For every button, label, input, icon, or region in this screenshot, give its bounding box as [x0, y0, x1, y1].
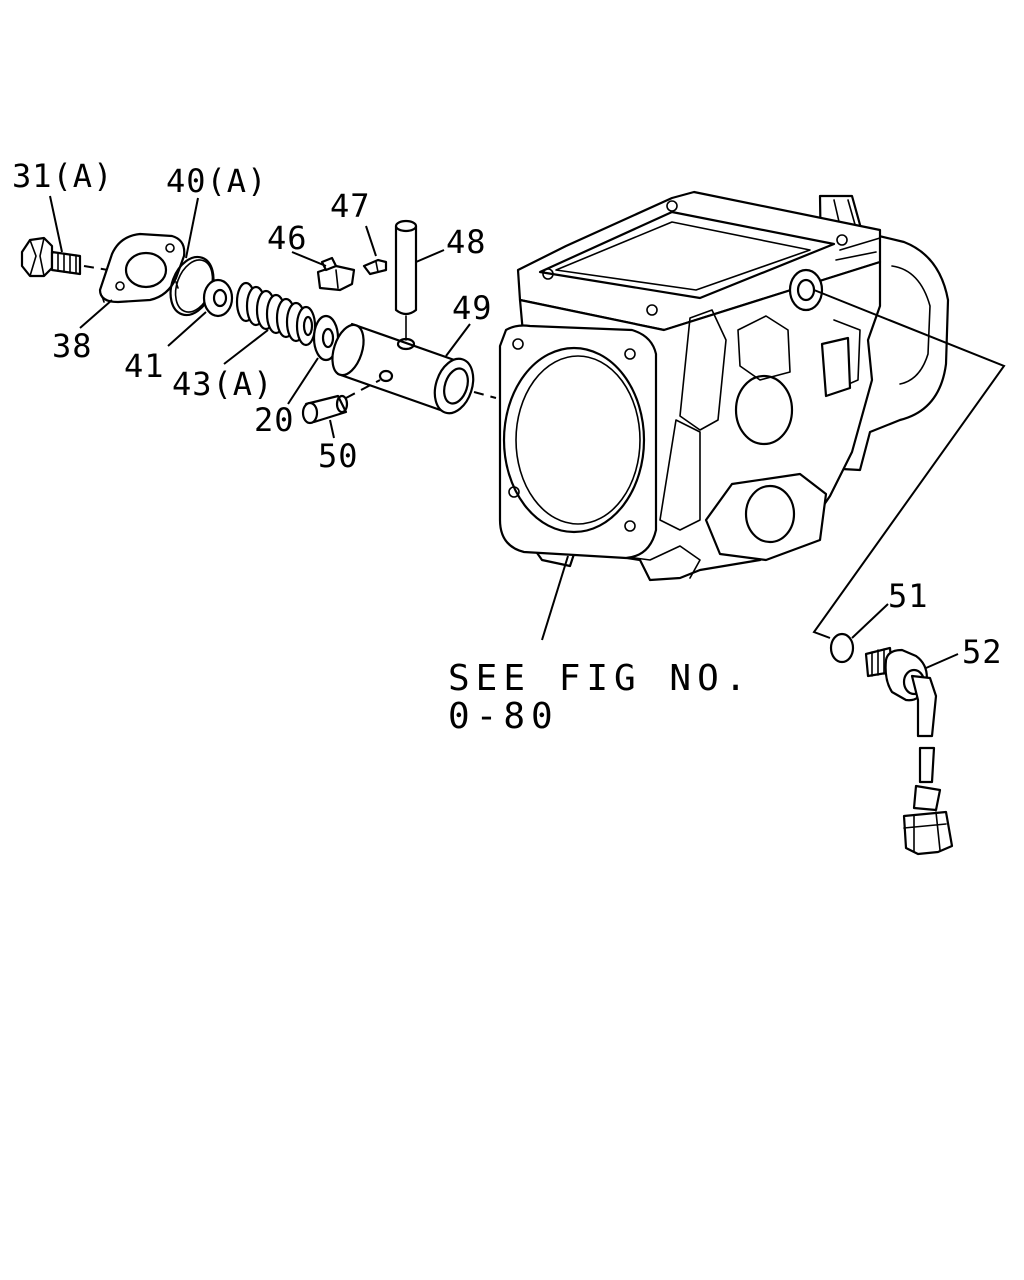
- callout-49: 49: [452, 289, 493, 327]
- o-ring-51-icon: [829, 632, 855, 664]
- sleeve-49-icon: [331, 322, 475, 415]
- leader-49: [445, 323, 471, 357]
- leader-20: [287, 357, 319, 405]
- leader-52: [925, 653, 959, 669]
- leader-41: [167, 311, 207, 347]
- bolt-31-icon: [20, 236, 82, 278]
- pin-48-icon: [394, 219, 418, 341]
- callout-50: 50: [318, 437, 359, 475]
- axis-line-1: [83, 265, 121, 273]
- leader-47: [365, 225, 377, 257]
- callout-38: 38: [52, 327, 93, 365]
- see-figure-reference: SEE FIG NO. 0-80: [448, 660, 752, 736]
- leader-48: [415, 249, 445, 263]
- spring-43-icon: [235, 281, 317, 347]
- callout-48: 48: [446, 223, 487, 261]
- leader-31: [49, 195, 63, 253]
- callout-52: 52: [962, 633, 1003, 671]
- see-figure-line-2: 0-80: [448, 695, 559, 737]
- callout-51: 51: [888, 577, 929, 615]
- housing-body-icon: [498, 190, 950, 582]
- axis-line-2: [473, 391, 497, 399]
- axis-line-3: [345, 379, 381, 399]
- screw-47-icon: [362, 258, 388, 276]
- leader-46: [291, 251, 327, 267]
- washer-41-icon: [202, 278, 234, 318]
- leader-see-fig: [541, 555, 569, 641]
- clip-46-icon: [316, 256, 356, 292]
- leader-50: [329, 419, 335, 439]
- leader-40: [185, 197, 199, 259]
- callout-47: 47: [330, 187, 371, 225]
- leader-43: [223, 329, 269, 365]
- see-figure-line-1: SEE FIG NO.: [448, 658, 753, 699]
- callout-31: 31(A): [12, 157, 114, 195]
- callout-20: 20: [254, 401, 295, 439]
- callout-41: 41: [124, 347, 165, 385]
- leader-51: [851, 603, 889, 639]
- sensor-52-icon: [864, 646, 954, 856]
- plug-50-icon: [301, 394, 349, 425]
- callout-46: 46: [267, 219, 308, 257]
- leader-port-to-sensor: [812, 289, 1006, 639]
- callout-40: 40(A): [166, 162, 268, 200]
- leader-38: [79, 299, 113, 329]
- callout-43: 43(A): [172, 365, 274, 403]
